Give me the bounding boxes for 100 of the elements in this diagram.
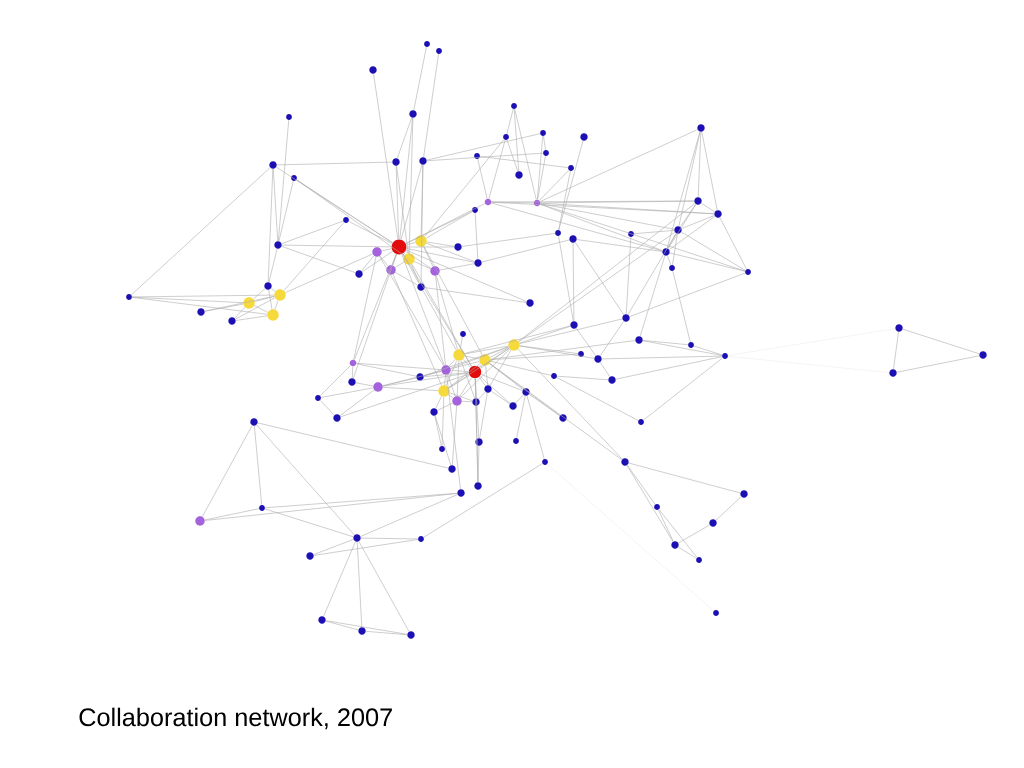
link-line	[320, 387, 374, 398]
link-line	[401, 253, 445, 366]
link-line	[413, 46, 427, 111]
link-line	[426, 133, 541, 161]
link-line	[540, 202, 715, 215]
link-line	[462, 359, 471, 368]
link-line	[601, 355, 723, 360]
link-line	[678, 524, 710, 544]
link-line	[666, 131, 701, 249]
link-line	[131, 294, 275, 298]
link-line	[281, 246, 356, 273]
link-line	[400, 164, 423, 240]
link-line	[477, 158, 488, 199]
link-line	[517, 349, 623, 460]
link-line	[423, 245, 483, 356]
link-line	[437, 402, 453, 411]
link-line	[356, 362, 442, 370]
link-line	[394, 272, 418, 286]
link-line	[423, 463, 543, 538]
link-line	[270, 288, 276, 292]
link-line	[572, 242, 575, 322]
link-line	[658, 509, 674, 542]
link-line	[354, 253, 397, 361]
link-line	[353, 253, 397, 379]
link-line	[361, 250, 393, 273]
link-line	[396, 165, 409, 254]
link-line	[268, 289, 273, 310]
link-line	[340, 373, 470, 418]
link-line	[701, 202, 716, 213]
link-line	[264, 508, 354, 538]
link-line	[405, 203, 486, 244]
link-line	[464, 325, 571, 354]
link-line	[478, 391, 486, 400]
link-line	[434, 415, 442, 447]
link-line	[348, 221, 393, 244]
link-line	[506, 108, 514, 135]
link-line	[519, 345, 579, 354]
link-line	[285, 253, 373, 293]
link-line	[625, 236, 632, 315]
link-line	[267, 168, 274, 283]
link-line	[490, 340, 636, 360]
node-dot	[391, 239, 407, 255]
link-line	[540, 203, 675, 230]
link-line	[528, 393, 561, 417]
link-line	[361, 255, 375, 272]
link-line	[893, 331, 899, 370]
link-line	[519, 325, 571, 344]
link-line	[556, 377, 639, 421]
link-line	[514, 108, 537, 200]
link-line	[202, 425, 253, 517]
link-line	[325, 620, 359, 631]
link-line	[254, 296, 275, 302]
link-line	[715, 496, 742, 521]
link-line	[424, 139, 505, 237]
link-line	[204, 295, 275, 312]
link-line	[479, 156, 569, 168]
link-line	[448, 375, 470, 389]
link-line	[423, 370, 442, 377]
link-line	[281, 244, 392, 248]
link-line	[513, 108, 520, 172]
link-line	[488, 139, 506, 199]
link-line	[296, 179, 405, 256]
link-line	[672, 233, 678, 266]
link-line	[461, 233, 556, 247]
link-line	[381, 248, 392, 252]
link-line	[382, 372, 469, 387]
link-line	[556, 375, 609, 381]
link-line	[459, 336, 463, 350]
link-line	[518, 231, 676, 342]
link-line	[515, 394, 524, 404]
link-line	[379, 255, 389, 267]
link-line	[278, 180, 294, 242]
link-line	[131, 167, 271, 296]
link-line	[204, 303, 244, 312]
link-line	[234, 307, 246, 319]
link-line	[425, 211, 473, 239]
link-line	[516, 395, 526, 439]
link-line	[278, 119, 290, 242]
link-line	[574, 241, 625, 316]
link-line	[397, 117, 412, 159]
link-line	[727, 328, 896, 356]
link-line	[537, 155, 546, 200]
link-line	[681, 215, 715, 229]
link-line	[408, 117, 414, 254]
link-line	[257, 422, 449, 469]
link-line	[489, 363, 524, 390]
link-line	[446, 374, 461, 490]
link-line	[274, 300, 279, 310]
link-line	[444, 374, 446, 386]
link-line	[526, 395, 545, 460]
link-line	[319, 365, 351, 397]
link-line	[547, 463, 714, 612]
link-line	[537, 135, 544, 200]
link-line	[575, 327, 597, 357]
link-line	[356, 541, 363, 628]
link-line	[474, 212, 479, 260]
link-line	[626, 464, 656, 505]
link-line	[490, 361, 552, 376]
link-line	[254, 305, 269, 313]
link-line	[518, 203, 696, 342]
